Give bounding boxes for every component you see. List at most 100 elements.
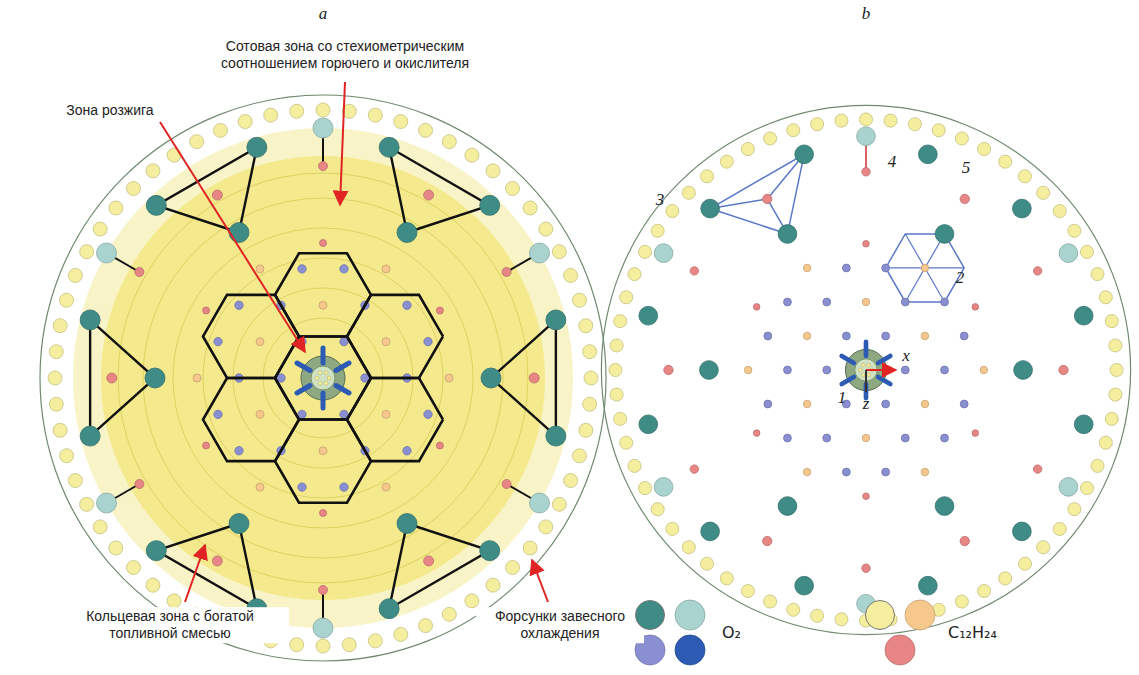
curtain-injector	[48, 371, 62, 385]
legend-swatch	[635, 600, 665, 630]
curtain-injector	[190, 135, 204, 149]
fuel-injector	[862, 564, 870, 572]
curtain-injector	[264, 108, 278, 122]
curtain-injector	[682, 186, 695, 199]
oxidizer-injector	[397, 513, 417, 533]
igniter-oxidizer-jet	[321, 393, 326, 408]
oxidizer-injector	[901, 298, 909, 306]
leader-arrow	[532, 560, 548, 602]
curtain-injector	[564, 268, 578, 282]
curtain-injector	[1080, 245, 1093, 258]
curtain-injector	[955, 132, 968, 145]
curtain-injector	[700, 557, 713, 570]
fuel-injector	[502, 268, 511, 277]
igniter-oxidizer-jet	[864, 342, 869, 356]
honeycomb-cell	[347, 378, 443, 461]
fuel-injector	[203, 307, 210, 314]
honeycomb-cell	[275, 336, 371, 419]
fuel-injector	[763, 536, 772, 545]
igniter-fuel	[327, 376, 331, 380]
honeycomb-cell	[347, 295, 443, 378]
oxidizer-injector	[80, 310, 100, 330]
oxidizer-injector	[795, 576, 814, 595]
curtain-injector	[109, 541, 123, 555]
fuel-injector	[980, 366, 987, 373]
oxidizer-injector	[96, 493, 116, 513]
fuel-injector	[436, 442, 443, 449]
oxidizer-injector	[823, 298, 831, 306]
curtain-injector	[1109, 339, 1122, 352]
curtain-injector	[741, 584, 754, 597]
curtain-injector	[720, 155, 733, 168]
curtain-injector	[60, 449, 74, 463]
oxidizer-injector	[919, 576, 938, 595]
fuel-injector	[424, 190, 434, 200]
legend-swatch	[865, 600, 895, 630]
fuel-injector	[921, 400, 928, 407]
zone-ring	[173, 228, 473, 528]
curtain-injector	[628, 268, 641, 281]
oxidizer-injector	[882, 332, 890, 340]
curtain-injector	[787, 603, 800, 616]
curtain-injector	[368, 634, 382, 648]
oxidizer-injector	[654, 478, 673, 497]
oxidizer-injector	[424, 337, 432, 345]
curtain-injector	[1018, 170, 1031, 183]
fuel-injector	[382, 483, 390, 491]
oxidizer-injector	[214, 410, 222, 418]
fuel-injector	[319, 162, 328, 171]
curtain-injector	[68, 268, 82, 282]
oxidizer-injector	[403, 301, 411, 309]
oxidizer-injector	[935, 497, 954, 516]
curtain-injector	[835, 613, 848, 626]
igniter-oxidizer-jet	[842, 377, 854, 384]
curtain-injector	[506, 561, 520, 575]
fuel-injector	[921, 332, 928, 339]
injector-plate	[601, 105, 1130, 634]
axis-label: x	[902, 346, 910, 366]
curtain-injector	[811, 609, 824, 622]
callout-number: 2	[956, 268, 965, 288]
curtain-injector	[1091, 459, 1104, 472]
curtain-injector	[610, 388, 623, 401]
oxidizer-injector	[340, 265, 348, 273]
oxidizer-injector	[1074, 306, 1093, 325]
fuel-injector	[319, 447, 327, 455]
fuel-injector	[744, 366, 751, 373]
fuel-injector	[107, 373, 117, 383]
fuel-injector	[803, 264, 810, 271]
curtain-injector	[290, 638, 304, 652]
curtain-injector	[764, 595, 777, 608]
oxidizer-injector	[379, 599, 399, 619]
oxidizer-injector	[145, 368, 165, 388]
curtain-injector	[1110, 363, 1123, 376]
fuel-injector	[212, 190, 222, 200]
curtain-injector	[579, 319, 593, 333]
curtain-injector	[835, 114, 848, 127]
igniter-fuel	[867, 373, 871, 377]
injector-head-a	[40, 95, 606, 661]
oxidizer-injector	[546, 310, 566, 330]
curtain-injector	[419, 123, 433, 137]
curtain-injector	[999, 572, 1012, 585]
igniter-oxidizer-jet	[297, 386, 310, 394]
oxidizer-injector	[1013, 522, 1032, 541]
oxidizer-injector	[941, 434, 949, 442]
curtain-injector	[583, 397, 597, 411]
fuel-injector	[803, 332, 810, 339]
curtain-injector	[126, 561, 140, 575]
curtain-injector	[811, 118, 824, 131]
oxidizer-injector	[882, 400, 890, 408]
oxidizer-injector	[403, 447, 411, 455]
fuel-injector	[212, 556, 222, 566]
legend-swatch	[885, 635, 915, 665]
curtain-injector	[49, 397, 63, 411]
curtain-injector	[419, 619, 433, 633]
triangle-cell	[389, 147, 490, 232]
fuel-injector	[256, 410, 264, 418]
fuel-injector	[319, 301, 327, 309]
oxidizer-injector	[654, 244, 673, 263]
igniter-fuel	[859, 368, 863, 372]
oxidizer-injector	[639, 306, 658, 325]
curtain-injector	[368, 108, 382, 122]
